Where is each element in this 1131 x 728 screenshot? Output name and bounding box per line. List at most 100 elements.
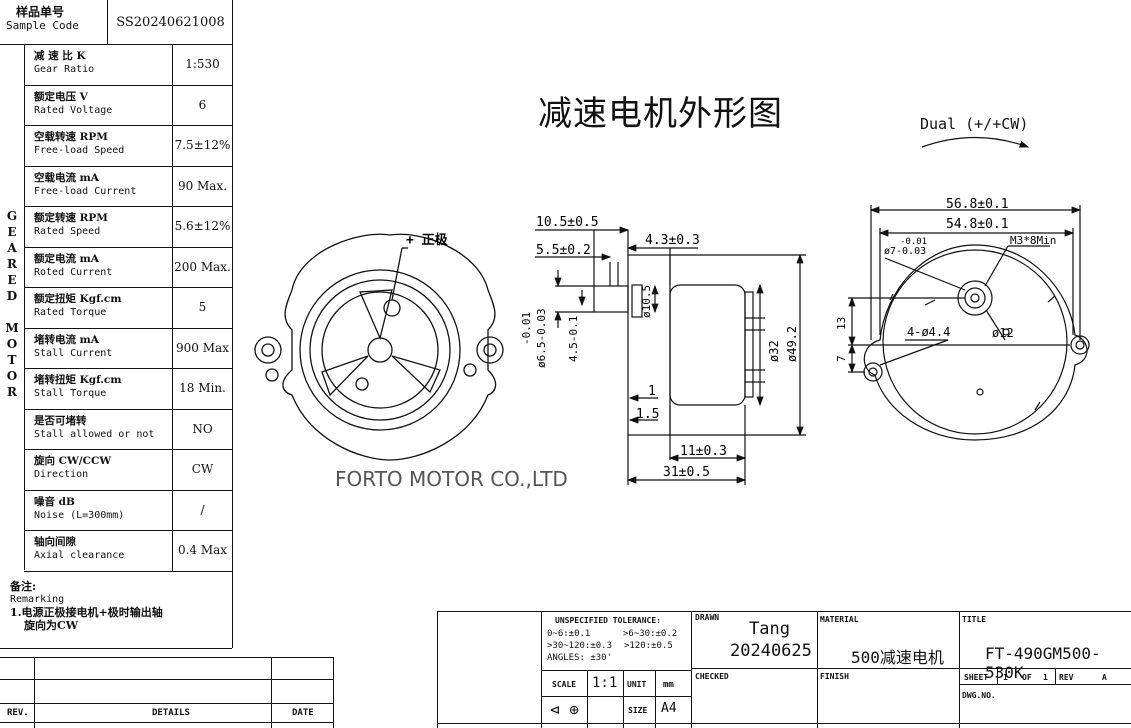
tolerance-b: >6~30:±0.2	[623, 629, 678, 639]
direction-note: Dual (+/+CW)	[920, 115, 1029, 133]
dim-center-diameter: ø12	[992, 326, 1014, 340]
details-header: DETAILS	[152, 708, 190, 718]
dim-boss-diameter: ø10.5	[640, 285, 653, 318]
of-label: OF	[1022, 673, 1032, 682]
dim-hole-pitch: 54.8±0.1	[946, 217, 1009, 232]
front-view-drawing	[848, 205, 1090, 441]
tolerance-heading: UNSPECIFIED TOLERANCE:	[555, 616, 661, 625]
unit-value: mm	[663, 680, 674, 690]
drawn-date: 20240625	[730, 641, 812, 661]
remark-block: 备注: Remarking 1.电源正极接电机+极时输出轴 旋向为CW	[10, 580, 163, 632]
dim-mount-holes: 4-ø4.4	[907, 325, 950, 339]
spec-value: 900 Max	[172, 327, 232, 368]
sample-code-row: 样品单号 Sample Code SS20240621008	[0, 0, 232, 45]
vertical-letter: R	[7, 257, 17, 271]
vertical-letter: E	[7, 273, 17, 287]
dim-motor-length: 11±0.3	[680, 444, 727, 459]
material-value: 500减速电机	[851, 648, 944, 667]
dim-height-13: 13	[835, 317, 848, 330]
spec-value: CW	[172, 449, 232, 490]
sample-code-label: 样品单号 Sample Code	[6, 5, 79, 32]
spec-value: 18 Min.	[172, 368, 232, 409]
vertical-letter: O	[6, 369, 18, 383]
vertical-letter: D	[6, 289, 18, 303]
dim-shaft-flat-width: 4.5-0.1	[567, 316, 580, 362]
dim-shaft-diameter: ø6.5-0.03	[535, 308, 548, 368]
spec-value: 5	[172, 287, 232, 328]
tolerance-d: >120:±0.5	[624, 641, 673, 651]
sheet-total: 1	[1043, 673, 1048, 682]
title-label: TITLE	[962, 615, 987, 624]
spec-value: 90 Max.	[172, 165, 232, 206]
company-watermark: FORTO MOTOR CO.,LTD	[335, 467, 568, 491]
dim-shaft-tol-front: -0.01	[900, 237, 927, 247]
scale-label: SCALE	[552, 680, 577, 689]
dim-shaft-flat: 5.5±0.2	[536, 243, 591, 258]
vertical-letter: A	[7, 241, 17, 255]
direction-arrow-icon	[921, 136, 1030, 148]
vertical-letter: G	[6, 209, 18, 223]
date-header: DATE	[292, 708, 314, 718]
sheet-number: 1	[1003, 673, 1008, 682]
drawn-label: DRAWN	[695, 613, 720, 622]
checked-label: CHECKED	[695, 672, 729, 681]
rev-label: REV	[1059, 673, 1074, 682]
tolerance-a: 0~6:±0.1	[547, 629, 591, 639]
side-view-drawing	[535, 226, 806, 485]
unit-label: UNIT	[627, 680, 647, 689]
rev-header: REV.	[7, 708, 29, 718]
spec-value: 5.6±12%	[172, 206, 232, 247]
dim-plate-1: 1	[648, 384, 656, 399]
dim-boss-height: 4.3±0.3	[645, 233, 700, 248]
dim-shaft-length: 10.5±0.5	[536, 215, 599, 230]
spec-value: 1:530	[172, 44, 232, 85]
tolerance-angles: ANGLES: ±30'	[547, 653, 613, 663]
spec-value: /	[172, 489, 232, 530]
dwg-no-label: DWG.NO.	[962, 691, 996, 700]
vertical-letter: O	[6, 337, 18, 351]
vertical-letter: E	[7, 225, 17, 239]
revision-table: REV. DETAILS DATE	[0, 657, 334, 728]
dim-overall-width: 56.8±0.1	[946, 197, 1009, 212]
dim-height-7: 7	[835, 355, 848, 362]
scale-value: 1:1	[592, 675, 618, 691]
size-label: SIZE	[628, 706, 648, 715]
plus-pole-label: + 正极	[406, 232, 449, 248]
spec-value: 6	[172, 84, 232, 125]
drawing-title: 减速电机外形图	[538, 94, 783, 134]
tolerance-c: >30~120:±0.3	[547, 641, 613, 651]
dim-screw-spec: M3*8Min	[1010, 234, 1056, 247]
projection-icon: ⊲ ⊕	[550, 700, 579, 719]
title-block: UNSPECIFIED TOLERANCE: 0~6:±0.1 >6~30:±0…	[437, 611, 1131, 728]
dim-motor-diameter: ø32	[767, 340, 781, 362]
size-value: A4	[661, 701, 677, 716]
sample-code-value: SS20240621008	[107, 0, 233, 44]
